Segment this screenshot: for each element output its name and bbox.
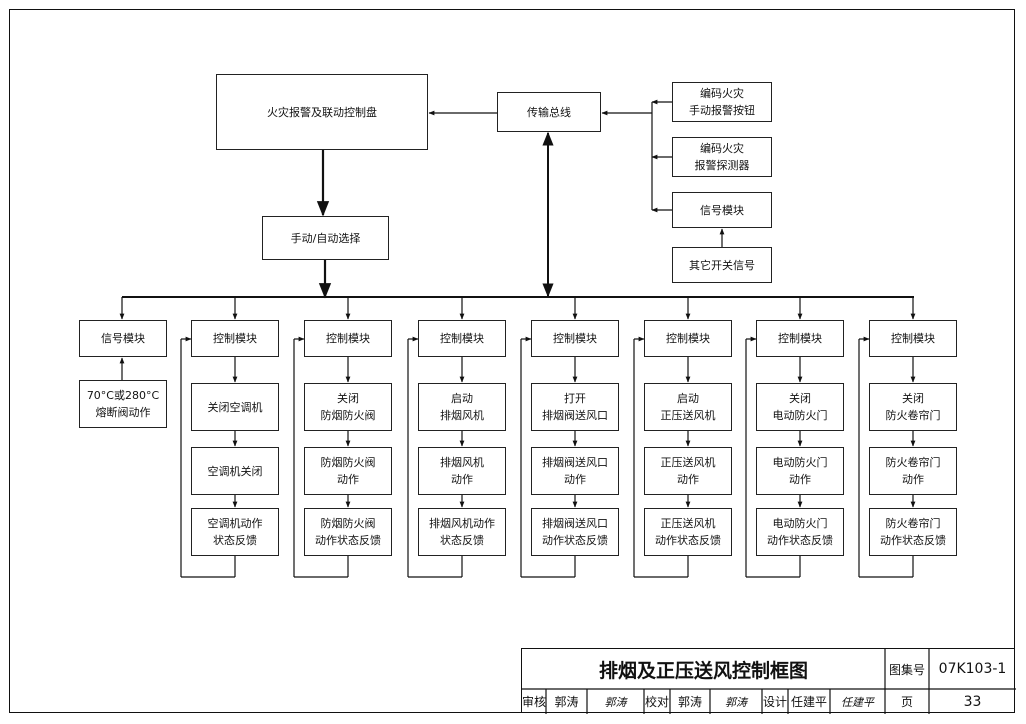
step-2: 防烟防火阀 动作	[304, 447, 392, 495]
step-3: 排烟风机动作 状态反馈	[418, 508, 506, 556]
drawing-frame	[9, 9, 1015, 713]
step-1: 启动 排烟风机	[418, 383, 506, 431]
step-3: 空调机动作 状态反馈	[191, 508, 279, 556]
step-3: 正压送风机 动作状态反馈	[644, 508, 732, 556]
control-module: 控制模块	[869, 320, 957, 357]
fusible-valve-action: 70°C或280°C 熔断阀动作	[79, 380, 167, 428]
other-switch-signal: 其它开关信号	[672, 247, 772, 283]
page-label: 页	[900, 695, 913, 709]
review-label: 审核	[522, 695, 547, 709]
step-1: 关闭 电动防火门	[756, 383, 844, 431]
transmission-bus: 传输总线	[497, 92, 601, 132]
step-2: 正压送风机 动作	[644, 447, 732, 495]
control-module: 控制模块	[531, 320, 619, 357]
step-2: 电动防火门 动作	[756, 447, 844, 495]
fire-alarm-control-panel: 火灾报警及联动控制盘	[216, 74, 428, 150]
title-block: 排烟及正压送风控制框图 图集号 07K103-1 审核 郭涛 郭涛 校对 郭涛 …	[521, 648, 1016, 714]
step-3: 排烟阀送风口 动作状态反馈	[531, 508, 619, 556]
step-3: 防烟防火阀 动作状态反馈	[304, 508, 392, 556]
control-module: 控制模块	[304, 320, 392, 357]
review-name: 郭涛	[554, 695, 579, 709]
control-module: 控制模块	[418, 320, 506, 357]
step-3: 电动防火门 动作状态反馈	[756, 508, 844, 556]
step-1: 打开 排烟阀送风口	[531, 383, 619, 431]
step-1: 关闭空调机	[191, 383, 279, 431]
manual-auto-select: 手动/自动选择	[262, 216, 389, 260]
design-label: 设计	[762, 695, 787, 709]
step-2: 排烟阀送风口 动作	[531, 447, 619, 495]
check-name: 郭涛	[677, 695, 702, 709]
check-label: 校对	[644, 695, 669, 709]
design-signature: 任建平	[841, 695, 874, 709]
atlas-label: 图集号	[888, 662, 925, 677]
manual-alarm-button: 编码火灾 手动报警按钮	[672, 82, 772, 122]
step-1: 关闭 防烟防火阀	[304, 383, 392, 431]
design-name: 任建平	[790, 695, 827, 709]
control-module: 控制模块	[756, 320, 844, 357]
check-signature: 郭涛	[725, 695, 747, 709]
control-module: 控制模块	[191, 320, 279, 357]
control-module: 控制模块	[644, 320, 732, 357]
alarm-detector: 编码火灾 报警探测器	[672, 137, 772, 177]
step-3: 防火卷帘门 动作状态反馈	[869, 508, 957, 556]
page-number: 33	[963, 693, 982, 710]
step-2: 防火卷帘门 动作	[869, 447, 957, 495]
step-2: 排烟风机 动作	[418, 447, 506, 495]
review-signature: 郭涛	[604, 695, 627, 709]
signal-module-top: 信号模块	[672, 192, 772, 228]
step-1: 启动 正压送风机	[644, 383, 732, 431]
drawing-title: 排烟及正压送风控制框图	[598, 659, 808, 682]
signal-module: 信号模块	[79, 320, 167, 357]
step-1: 关闭 防火卷帘门	[869, 383, 957, 431]
step-2: 空调机关闭	[191, 447, 279, 495]
atlas-number: 07K103-1	[938, 661, 1007, 677]
